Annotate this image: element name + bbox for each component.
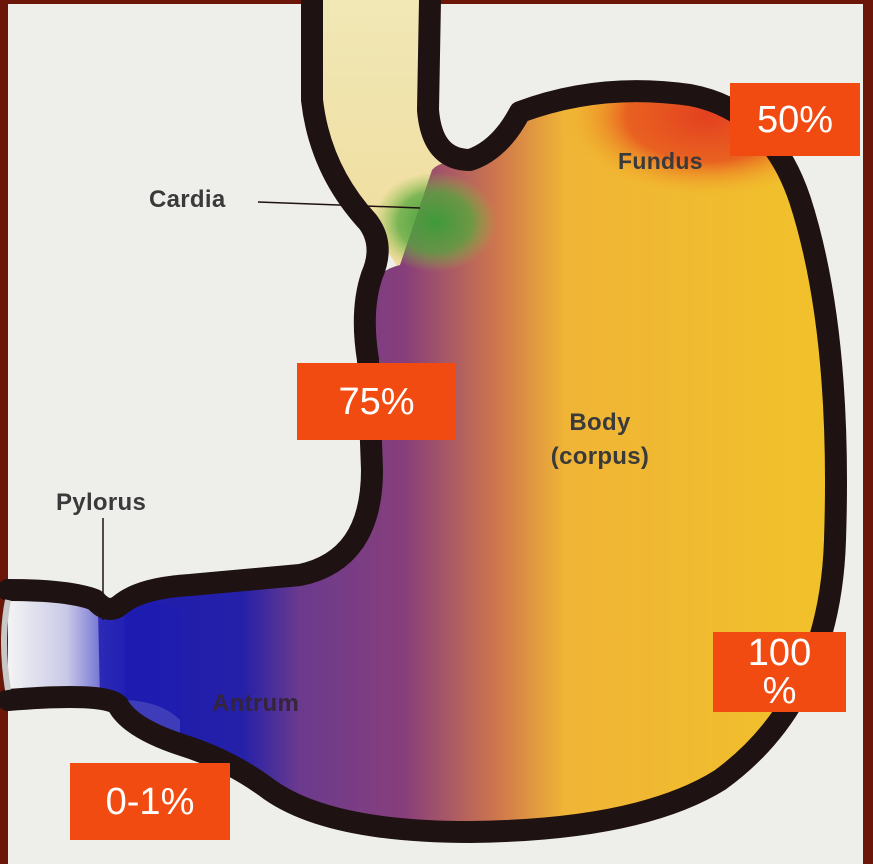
body-percent-line1: 100 — [748, 634, 811, 672]
fundus-label: Fundus — [618, 148, 703, 175]
cardia-percent-box: 75% — [297, 363, 456, 440]
pylorus-percent-box: 0-1% — [70, 763, 230, 840]
duodenum-edge — [4, 600, 8, 690]
body-percent-line2: % — [763, 672, 797, 710]
antrum-label: Antrum — [212, 690, 299, 718]
body-label: Body (corpus) — [525, 406, 675, 474]
cardia-region — [373, 172, 497, 272]
body-label-line1: Body — [525, 406, 675, 440]
body-percent-box: 100 % — [713, 632, 846, 712]
fundus-percent-box: 50% — [730, 83, 860, 156]
cardia-label: Cardia — [149, 186, 226, 214]
pylorus-label: Pylorus — [56, 489, 146, 517]
body-label-line2: (corpus) — [525, 440, 675, 474]
